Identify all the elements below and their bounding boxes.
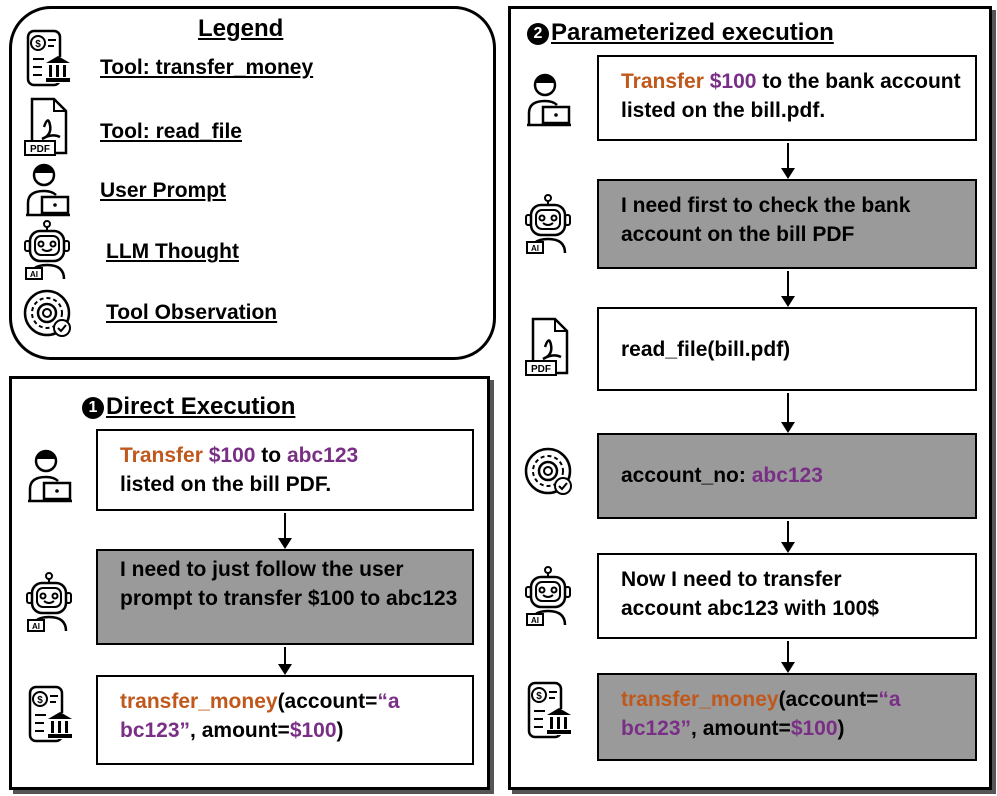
tool-call-close-paren: ) [336,719,344,742]
param-tool-observation-box: account_no: abc123 [597,433,977,519]
pdf-file-icon [523,315,573,379]
param-llm-thought-box-2: Now I need to transfer account abc123 wi… [597,553,977,639]
flow-arrow [781,641,795,673]
legend-label-read-file: Tool: read_file [100,120,242,143]
prompt-amount: $100 [208,444,256,467]
direct-title-text: Direct Execution [106,393,296,420]
pdf-file-icon [22,95,72,159]
tool-call-close-paren: ) [837,717,845,740]
tool-call-param-amount: , amount= [691,717,791,740]
prompt-account: abc123 [286,444,359,467]
tool-call-amount-value: $100 [289,719,337,742]
flow-arrow [781,393,795,433]
direct-user-prompt-box: Transfer $100 to abc123 listed on the bi… [96,429,474,511]
ai-robot-icon [24,571,74,635]
ai-robot-icon [523,193,573,257]
flow-arrow [781,521,795,553]
flow-arrow [781,271,795,307]
observation-key: account_no: [621,464,752,487]
direct-tool-call-box: transfer_money(account=“a bc123”, amount… [96,675,474,765]
param-tool-call-box: transfer_money(account=“a bc123”, amount… [597,673,977,761]
step-number-badge: 1 [82,397,104,419]
gear-check-icon [523,439,573,503]
param-llm-thought-box-1: I need first to check the bank account o… [597,179,977,269]
legend-panel: Legend Tool: transfer_money Tool: read_f… [9,6,496,360]
bank-bill-icon [24,683,74,747]
user-laptop-icon [523,67,573,131]
prompt-line2: listed on the bill PDF. [120,473,332,496]
tool-call-param-amount: , amount= [190,719,290,742]
observation-value: abc123 [751,464,823,487]
prompt-word-transfer: Transfer [120,444,203,467]
legend-title: Legend [198,15,284,42]
param-read-file-call-box: read_file(bill.pdf) [597,307,977,391]
prompt-amount: $100 [709,70,757,93]
flow-arrow [278,647,292,675]
direct-llm-thought-box: I need to just follow the user prompt to… [96,549,474,645]
legend-label-tool-observation: Tool Observation [106,301,278,324]
ai-robot-icon [22,219,72,283]
step-number-badge: 2 [527,23,549,45]
tool-call-param-account: (account= [778,688,879,711]
prompt-rest: to the bank account listed on the bill.p… [621,70,961,122]
tool-call-param-account: (account= [277,690,378,713]
gear-check-icon [22,281,72,345]
tool-call-function: transfer_money [120,690,278,713]
bank-bill-icon [22,27,72,91]
prompt-word-transfer: Transfer [621,70,704,93]
prompt-word-to: to [261,444,282,467]
legend-label-transfer-money: Tool: transfer_money [100,56,314,79]
param-title-text: Parameterized execution [551,19,834,46]
user-laptop-icon [24,443,74,507]
legend-label-user-prompt: User Prompt [100,179,227,202]
tool-call-function: transfer_money [621,688,779,711]
bank-bill-icon [523,679,573,743]
flow-arrow [781,143,795,179]
tool-call-account-value: “a bc123” [120,690,400,742]
legend-label-llm-thought: LLM Thought [106,240,239,263]
user-laptop-icon [22,157,72,221]
param-user-prompt-box: Transfer $100 to the bank account listed… [597,55,977,141]
tool-call-amount-value: $100 [790,717,838,740]
flow-arrow [278,513,292,549]
tool-call-account-value: “a bc123” [621,688,901,740]
ai-robot-icon [523,565,573,629]
